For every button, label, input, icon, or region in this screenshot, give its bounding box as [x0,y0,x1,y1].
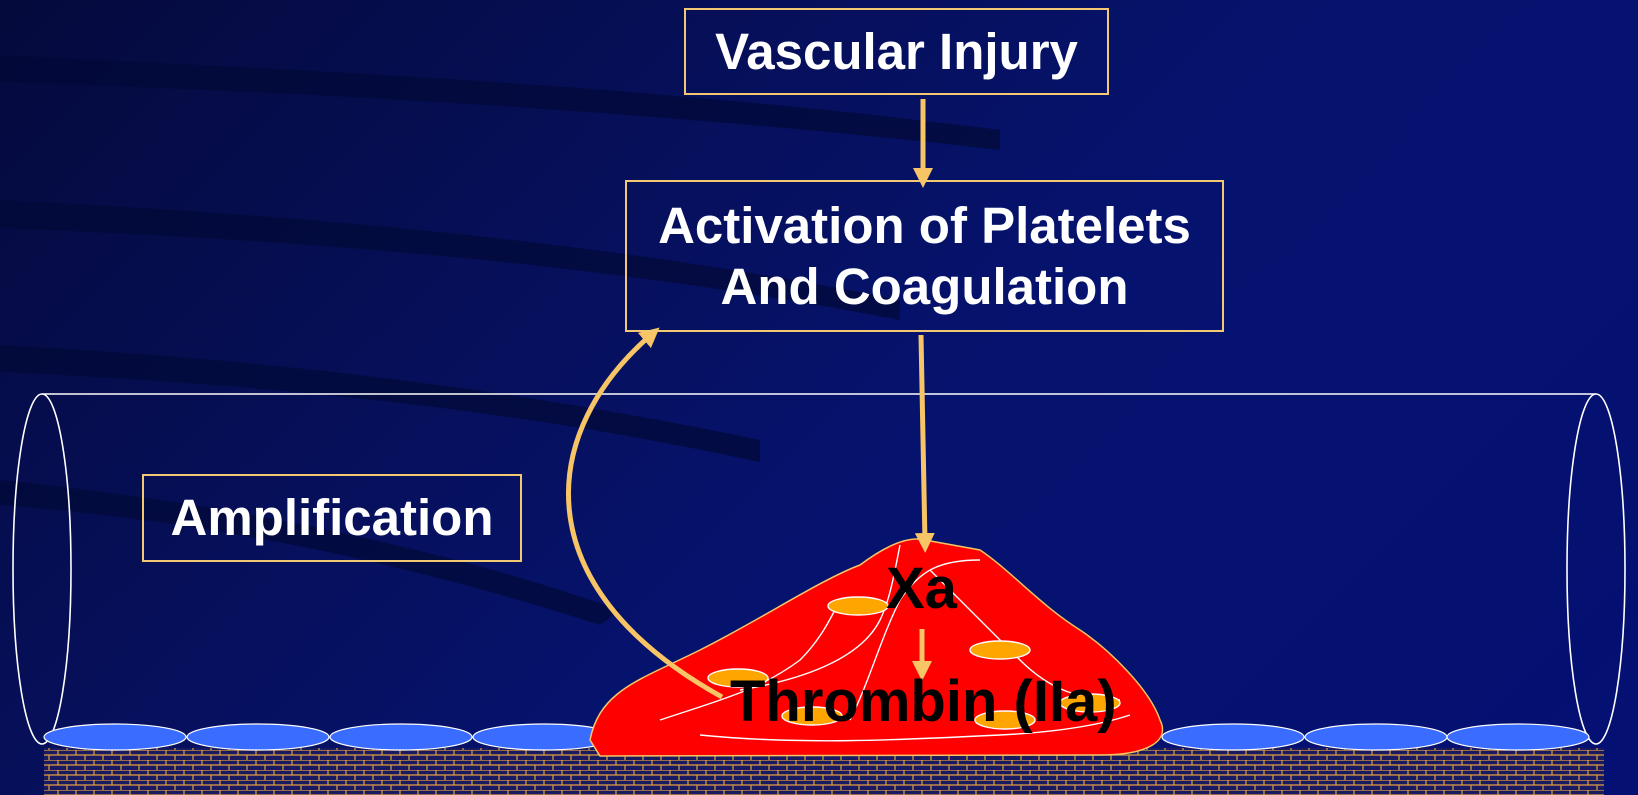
arrow-amplification-feedback [568,334,722,697]
activation-box: Activation of Platelets And Coagulation [625,180,1224,332]
thrombin-label: Thrombin (IIa) [730,668,1117,735]
vascular-injury-box: Vascular Injury [684,8,1109,95]
vascular-injury-label: Vascular Injury [715,21,1078,82]
amplification-label: Amplification [170,487,493,548]
activation-label-line1: Activation of Platelets [658,195,1191,256]
activation-label-line2: And Coagulation [721,256,1129,317]
amplification-box: Amplification [142,474,522,562]
factor-xa-label: Xa [886,555,957,622]
arrow-activation-to-clot [921,335,925,543]
